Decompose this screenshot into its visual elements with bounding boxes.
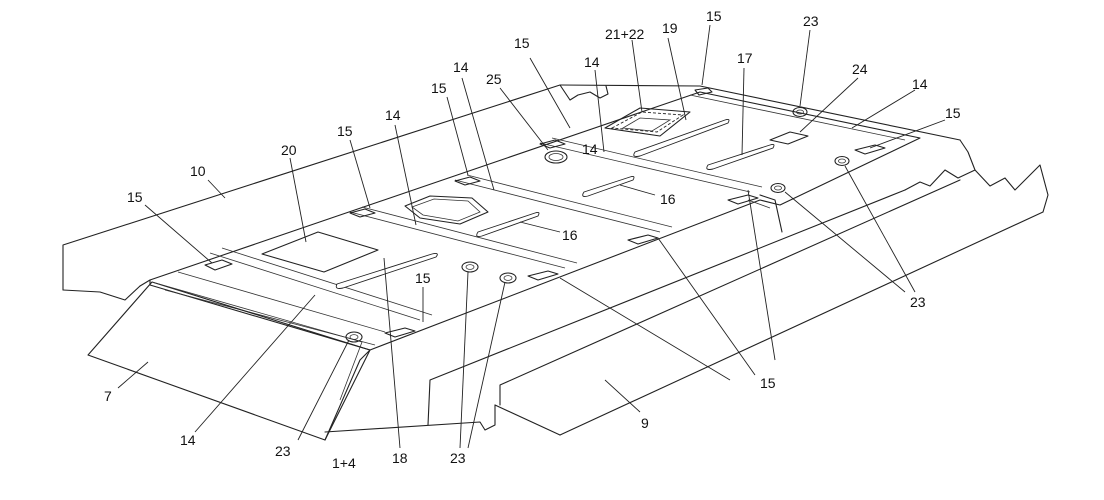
label-18: 18: [392, 450, 408, 466]
label-25: 25: [486, 71, 502, 87]
label-15a: 15: [127, 189, 143, 205]
label-23d: 23: [910, 294, 926, 310]
reference-labels: 10 7 15 20 15 14 15 14 25 15 14 21+22 19…: [104, 8, 961, 471]
label-16b: 16: [562, 227, 578, 243]
label-19: 19: [662, 20, 678, 36]
label-17: 17: [737, 50, 753, 66]
floor-features: [261, 107, 809, 273]
floor-slots: [335, 118, 775, 289]
floor-plate: [149, 91, 921, 351]
label-21-22: 21+22: [605, 26, 645, 42]
label-14d: 14: [912, 76, 928, 92]
label-14e: 14: [180, 432, 196, 448]
front-ramp: [87, 281, 371, 441]
label-23c: 23: [450, 450, 466, 466]
label-16a: 16: [660, 191, 676, 207]
label-24: 24: [852, 61, 868, 77]
label-15g: 15: [415, 270, 431, 286]
floor-joints: [204, 87, 906, 338]
label-15f: 15: [945, 105, 961, 121]
label-9: 9: [641, 415, 649, 431]
label-15c: 15: [431, 80, 447, 96]
label-15e: 15: [706, 8, 722, 24]
label-14c: 14: [584, 54, 600, 70]
label-7: 7: [104, 388, 112, 404]
body-outline: [62, 84, 1049, 436]
label-15h: 15: [760, 375, 776, 391]
label-14f: 14: [582, 141, 598, 157]
label-23a: 23: [803, 13, 819, 29]
leader-lines: [117, 24, 946, 449]
label-10: 10: [190, 163, 206, 179]
label-14b: 14: [453, 59, 469, 75]
label-15d: 15: [514, 35, 530, 51]
label-20: 20: [281, 142, 297, 158]
label-15b: 15: [337, 123, 353, 139]
fasteners: [345, 106, 850, 343]
label-23b: 23: [275, 443, 291, 459]
label-14a: 14: [385, 107, 401, 123]
label-1-4: 1+4: [332, 455, 356, 471]
